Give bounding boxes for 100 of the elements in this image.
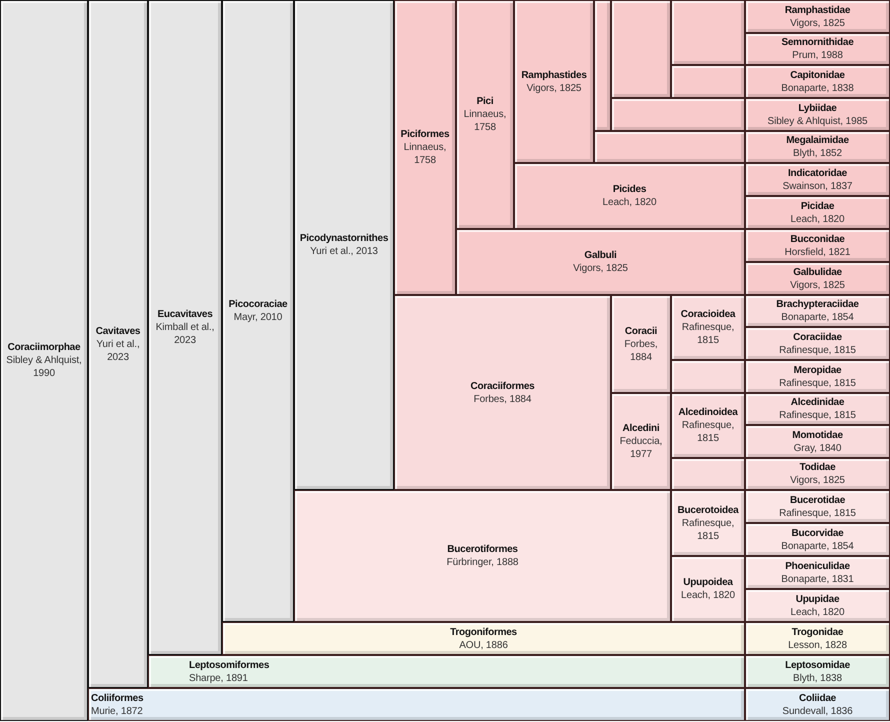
taxon-authority: Rafinesque, 1815 [680, 419, 736, 445]
taxon-authority: Linnaeus, 1758 [462, 108, 508, 134]
taxon-authority: Vigors, 1825 [790, 474, 845, 487]
taxon-name: Bucconidae [790, 232, 845, 246]
taxon-box [745, 622, 890, 655]
taxon-name: Leptosomiformes [189, 658, 270, 672]
taxon-name: Alcedinoidea [678, 406, 738, 419]
taxon-authority: Sharpe, 1891 [189, 672, 248, 684]
taxon-name: Bucerotiformes [447, 543, 518, 556]
taxon-box [745, 655, 890, 688]
taxon-box [88, 0, 148, 688]
taxon-box [745, 65, 890, 98]
taxon-authority: Rafinesque, 1815 [680, 516, 736, 542]
taxon-name: Coracii [624, 324, 658, 338]
taxon-box [745, 393, 890, 425]
taxon-authority: Yuri et al., 2023 [95, 338, 141, 364]
taxon-box [745, 490, 890, 523]
taxon-authority: Bonaparte, 1854 [781, 540, 854, 552]
taxon-authority: Rafinesque, 1815 [779, 409, 856, 422]
taxon-authority: Horsfield, 1821 [784, 246, 850, 258]
taxon-box [745, 98, 890, 131]
taxon-box [514, 163, 745, 229]
taxon-name: Semnornithidae [781, 36, 854, 49]
taxon-authority: Murie, 1872 [91, 704, 143, 718]
taxon-authority: Forbes, 1884 [623, 338, 659, 364]
taxon-authority: Sundevall, 1836 [782, 704, 853, 718]
taxon-name: Coliiformes [91, 692, 144, 704]
taxon-box [745, 327, 890, 360]
taxon-name: Indicatoridae [788, 166, 847, 180]
taxon-authority: Rafinesque, 1815 [779, 506, 856, 520]
taxon-authority: Leach, 1820 [602, 196, 656, 209]
taxon-box [745, 196, 890, 229]
taxon-authority: Prum, 1988 [792, 49, 843, 62]
taxon-box [745, 688, 890, 721]
taxon-name: Upupoidea [683, 576, 733, 589]
taxon-box [222, 622, 745, 655]
taxon-authority: Linnaeus, 1758 [402, 141, 448, 167]
taxon-box [611, 393, 671, 490]
taxon-authority: Lesson, 1828 [788, 638, 847, 652]
taxon-box [745, 589, 890, 622]
taxon-name: Phoeniculidae [785, 560, 850, 572]
taxon-authority: Rafinesque, 1815 [779, 376, 856, 390]
taxon-name: Trogonidae [792, 626, 844, 638]
taxon-name: Cavitaves [96, 324, 140, 338]
taxon-box [294, 490, 671, 622]
empty-box [671, 0, 745, 65]
taxon-authority: Vigors, 1825 [790, 278, 845, 292]
taxon-box [745, 360, 890, 393]
taxon-box [88, 688, 745, 721]
taxon-name: Upupidae [796, 592, 840, 606]
taxon-box [456, 229, 745, 295]
taxon-name: Lybiidae [798, 102, 837, 114]
taxon-authority: Swainson, 1837 [782, 180, 852, 192]
taxon-box [745, 33, 890, 65]
taxon-authority: Leach, 1820 [681, 589, 735, 602]
taxon-box [745, 458, 890, 490]
taxon-name: Ramphastides [521, 68, 587, 82]
taxon-name: Momotidae [792, 428, 843, 442]
taxon-name: Bucerotoidea [678, 504, 738, 516]
taxon-authority: Blyth, 1852 [793, 147, 842, 160]
taxon-name: Trogoniformes [450, 626, 517, 638]
taxon-authority: Vigors, 1825 [573, 262, 628, 275]
taxon-box [456, 0, 514, 229]
taxon-authority: Forbes, 1884 [474, 392, 532, 406]
taxon-name: Picocoraciae [228, 298, 288, 311]
taxon-name: Ramphastidae [784, 4, 850, 16]
taxon-name: Piciformes [400, 128, 450, 141]
taxon-name: Eucavitaves [157, 308, 213, 321]
taxon-name: Coraciidae [793, 330, 842, 344]
taxon-box [745, 523, 890, 556]
taxon-name: Alcedinidae [790, 396, 844, 409]
taxon-name: Bucorvidae [792, 526, 844, 540]
taxon-authority: Rafinesque, 1815 [779, 344, 856, 356]
empty-box [611, 0, 671, 98]
taxon-box [394, 0, 456, 295]
taxon-box [0, 0, 88, 721]
taxon-name: Leptosomidae [785, 658, 850, 672]
taxon-box [745, 425, 890, 458]
taxon-authority: Kimball et al., 2023 [154, 321, 216, 347]
taxon-box [745, 163, 890, 196]
taxon-name: Pici [476, 95, 494, 108]
taxon-name: Galbulidae [793, 266, 842, 278]
taxon-name: Capitonidae [790, 68, 845, 82]
taxon-box [745, 556, 890, 589]
taxon-box [745, 0, 890, 33]
taxon-box [394, 295, 611, 490]
taxon-box [671, 295, 745, 360]
taxon-box [745, 262, 890, 295]
empty-box [594, 0, 611, 131]
taxon-box [671, 393, 745, 458]
taxon-name: Alcedini [622, 422, 660, 435]
taxon-authority: Vigors, 1825 [790, 16, 845, 30]
taxon-name: Galbuli [584, 249, 617, 262]
taxon-box [222, 0, 294, 622]
taxon-authority: Bonaparte, 1854 [781, 311, 854, 324]
taxon-name: Meropidae [794, 364, 842, 376]
taxon-name: Todidae [800, 461, 836, 474]
taxon-authority: AOU, 1886 [459, 638, 508, 652]
taxon-authority: Sibley & Ahlquist, 1985 [768, 114, 868, 128]
taxon-name: Bucerotidae [790, 494, 846, 506]
